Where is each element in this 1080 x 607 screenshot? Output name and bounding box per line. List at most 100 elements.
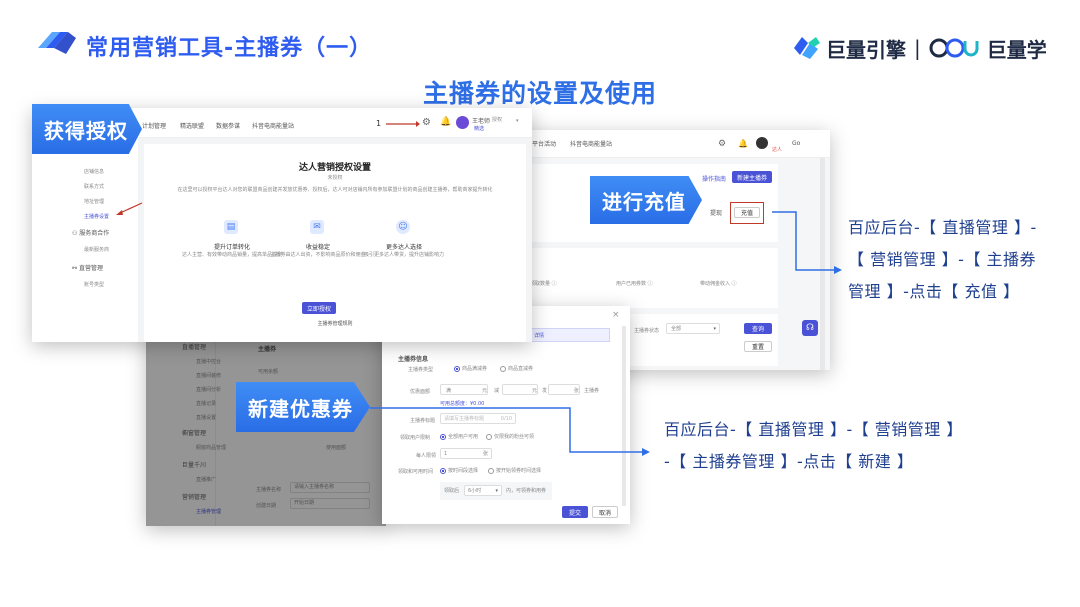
recharge-button[interactable]: 充值	[734, 207, 760, 218]
count-input[interactable]	[548, 384, 580, 395]
radio-option[interactable]: 商品满减券	[454, 365, 487, 372]
description-line: 管理 】-点击【 充值 】	[848, 282, 1020, 301]
sidebar-group[interactable]: 巨量千川	[182, 462, 207, 469]
sidebar-item[interactable]: 直播间装修	[196, 373, 222, 379]
slide-title: 常用营销工具-主播券（一）	[86, 36, 373, 61]
balance-label: 可用余额	[258, 369, 279, 375]
user-name: Go	[792, 140, 801, 147]
date-input[interactable]: 开始日期	[290, 498, 370, 509]
sidebar-group[interactable]: 橱窗管理	[182, 430, 207, 437]
description-line: 【 营销管理 】-【 主播券	[848, 250, 1037, 269]
sidebar-group[interactable]: ⚯ 直营管理	[72, 265, 103, 272]
sidebar-item[interactable]: 主播券管理	[196, 509, 222, 515]
feature-title: 提升订单转化	[213, 244, 250, 251]
limit-input[interactable]: 1 张	[440, 448, 492, 459]
status-select[interactable]: 全部 ▾	[666, 323, 720, 334]
feature-icon: ☺	[396, 220, 410, 234]
cancel-button[interactable]: 取消	[592, 506, 618, 518]
radio-option[interactable]: 商品直减券	[500, 365, 533, 372]
feature-desc: 达人主营、有效带动商品销量，提高单品成交	[182, 252, 283, 258]
juliang-engine-icon	[794, 37, 820, 59]
sidebar-item[interactable]: 直播间分析	[196, 387, 222, 393]
sidebar-item[interactable]: 店铺信息	[84, 169, 105, 175]
user-name: 王老师	[472, 118, 491, 125]
recharge-highlight	[730, 202, 764, 224]
sidebar-item[interactable]: 直播设置	[196, 415, 217, 421]
juliang-xue-icon	[929, 38, 979, 58]
field-label: 主播券标题	[410, 418, 436, 424]
feature-desc: 吸引更多达人带货，提升店铺影响力	[363, 252, 444, 258]
settings-icon[interactable]: ⚙	[422, 117, 431, 128]
create-description: 百应后台-【 直播管理 】-【 营销管理 】 -【 主播券管理 】-点击【 新建…	[664, 414, 1074, 478]
nav-item[interactable]: 数据参谋	[216, 123, 241, 130]
sidebar-group[interactable]: 营销管理	[182, 494, 207, 501]
nav-item[interactable]: 平台活动	[532, 141, 557, 148]
sidebar-item[interactable]: 直播记录	[196, 401, 217, 407]
rules-link[interactable]: 主播券管理规则	[317, 321, 353, 327]
headset-icon[interactable]: ☊	[802, 320, 818, 336]
nav-item[interactable]: 计划管理	[142, 123, 167, 130]
receive-after-label: 领取后	[444, 488, 460, 494]
new-coupon-button[interactable]: 新建主播券	[732, 171, 772, 183]
sidebar-group[interactable]: 直播管理	[182, 344, 207, 351]
panel-title: 达人营销授权设置	[298, 163, 371, 173]
feature-icon: ✉	[310, 220, 324, 234]
radio-option[interactable]: 仅限我的粉丝可领	[486, 433, 534, 440]
sidebar-item[interactable]: 最新服务商	[84, 247, 110, 253]
hours-select[interactable]: 6小时 ▾	[464, 485, 502, 496]
sidebar-item[interactable]: 直播中控台	[196, 359, 222, 365]
sidebar-item[interactable]: 账号类型	[84, 282, 105, 288]
nav-item[interactable]: 抖音电商能量站	[252, 123, 295, 130]
handshake-icon: ⚇	[72, 230, 80, 237]
field-label: 优惠面额	[410, 389, 431, 395]
search-input[interactable]: 请输入主播券名称	[290, 482, 370, 493]
status-label: 主播券状态	[634, 328, 660, 334]
sidebar-item[interactable]: 联系方式	[84, 184, 105, 190]
hint-text: 可用总额度：¥0.00	[440, 401, 485, 407]
close-icon[interactable]: ×	[612, 310, 620, 320]
sidebar-item[interactable]: 地址管理	[84, 199, 105, 205]
feature-title: 更多达人选择	[385, 244, 422, 251]
brand-right: 巨量学	[986, 37, 1047, 62]
withdraw-link[interactable]: 提现	[710, 210, 723, 217]
callout-recharge: 进行充值	[590, 176, 702, 224]
query-button[interactable]: 查询	[744, 323, 772, 334]
panel-status: 未授权	[327, 175, 343, 181]
field-label: 主播券类型	[408, 367, 434, 373]
date-label: 创建日期	[256, 503, 277, 509]
discount-input[interactable]	[502, 384, 538, 395]
receive-suffix: 内，可领券和用券	[506, 488, 547, 494]
chevron-down-icon: ▾	[713, 325, 716, 332]
sidebar-group[interactable]: ⚇ 服务商合作	[72, 230, 110, 237]
reset-button[interactable]: 重置	[744, 341, 772, 352]
field-label: 领取和可用时间	[398, 469, 434, 475]
avatar[interactable]	[756, 137, 768, 149]
bell-icon[interactable]: 🔔	[738, 139, 748, 148]
sidebar-item[interactable]: 橱窗商品管理	[196, 445, 227, 451]
detail-link[interactable]: 详情	[534, 333, 545, 339]
sidebar-item[interactable]: 直播推广	[196, 477, 217, 483]
nav-item[interactable]: 精选联盟	[180, 123, 205, 130]
section-title: 主播券信息	[398, 356, 429, 363]
guide-link[interactable]: 操作指南	[702, 176, 727, 183]
stat-label: 领取数量 ⓘ	[530, 281, 557, 287]
nav-item[interactable]: 抖音电商能量站	[570, 141, 613, 148]
used-label: 使用面额	[326, 445, 347, 451]
description-line: 百应后台-【 直播管理 】-	[848, 218, 1037, 237]
threshold-input[interactable]	[440, 384, 488, 395]
bell-icon[interactable]: 🔔	[440, 117, 452, 127]
sidebar-item-active[interactable]: 主播券设置	[84, 214, 110, 220]
create-coupon-screenshot: × 详情 主播券信息 主播券类型 商品满减券 商品直减券 优惠面额 满 元 减 …	[382, 306, 630, 524]
main-title: 主播券	[258, 346, 277, 353]
radio-option[interactable]: 全部用户可用	[440, 433, 478, 440]
avatar[interactable]	[456, 116, 469, 129]
chevron-down-icon: ▾	[495, 487, 498, 494]
arrow-icon	[116, 202, 143, 215]
title-input[interactable]: 请填写主播券标题 0/10	[440, 413, 516, 424]
submit-button[interactable]: 提交	[562, 506, 588, 518]
radio-option[interactable]: 按开始领券时间选择	[488, 467, 541, 474]
authorize-button[interactable]: 立即授权	[302, 302, 336, 314]
settings-icon[interactable]: ⚙	[718, 138, 727, 149]
radio-option[interactable]: 按时间段选择	[440, 467, 478, 474]
